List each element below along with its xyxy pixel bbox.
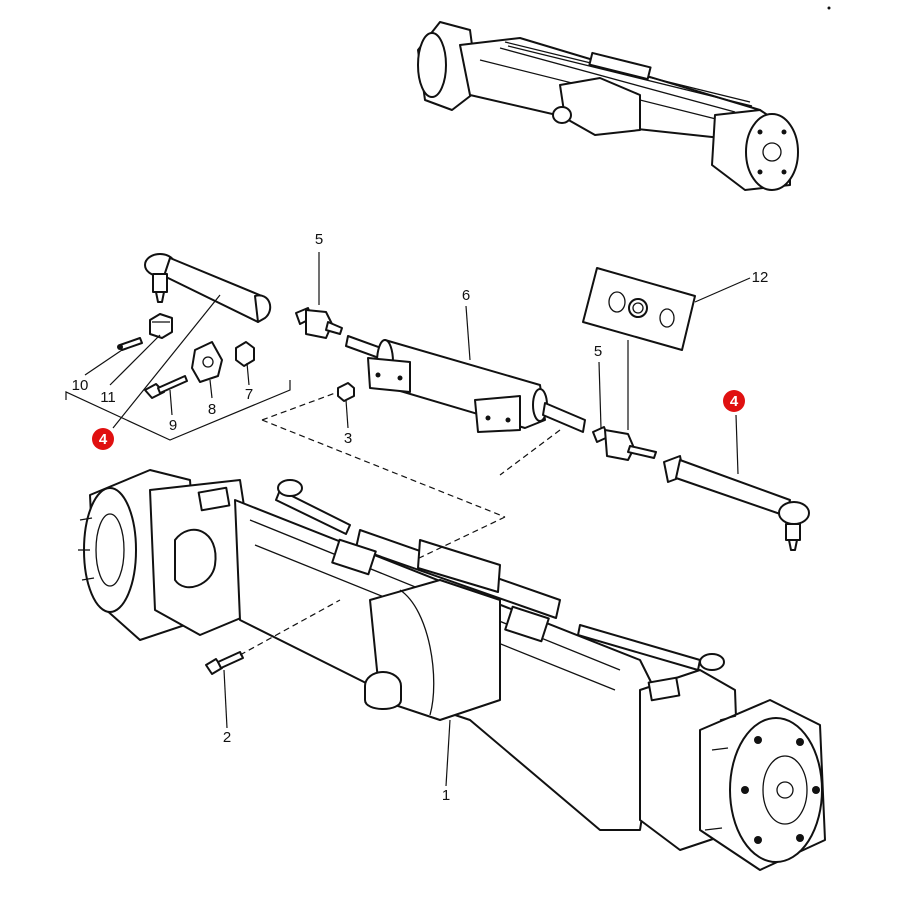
ball-joint-left[interactable] (295, 307, 343, 339)
leader-lines (65, 252, 751, 787)
callout-2[interactable]: 2 (223, 729, 231, 746)
clamp-bolt[interactable] (144, 375, 188, 399)
lock-nut[interactable] (235, 341, 255, 367)
callout-12[interactable]: 12 (752, 269, 769, 286)
callout-8[interactable]: 8 (208, 401, 216, 418)
callout-5-right[interactable]: 5 (594, 343, 602, 360)
callout-5-left[interactable]: 5 (315, 231, 323, 248)
callout-4-left-badge[interactable]: 4 (92, 428, 114, 450)
callout-1[interactable]: 1 (442, 787, 450, 804)
ball-joint-right[interactable] (592, 426, 657, 461)
tie-rod-end-left[interactable] (144, 253, 272, 323)
callout-9[interactable]: 9 (169, 417, 177, 434)
callout-labels: 5 6 12 5 3 7 8 9 10 11 2 1 (72, 231, 769, 804)
mounting-bolt[interactable] (205, 651, 244, 675)
callout-11[interactable]: 11 (100, 389, 116, 406)
castle-nut[interactable] (149, 313, 173, 339)
highlight-badge-circle (92, 428, 114, 450)
corner-mark (827, 6, 831, 10)
overview-axle-illustration (417, 21, 799, 191)
callout-6[interactable]: 6 (462, 287, 470, 304)
highlight-badge-circle (723, 390, 745, 412)
callout-3[interactable]: 3 (344, 430, 352, 447)
callout-4-right-badge[interactable]: 4 (723, 390, 745, 412)
callout-10[interactable]: 10 (72, 377, 89, 394)
bushing[interactable] (337, 382, 355, 402)
front-axle-housing[interactable] (78, 469, 826, 871)
callout-4-right[interactable]: 4 (730, 393, 739, 410)
cotter-pin[interactable] (117, 337, 143, 351)
callout-7[interactable]: 7 (245, 386, 253, 403)
clamp-bracket[interactable] (191, 341, 223, 383)
seal-kit[interactable] (582, 267, 696, 351)
steering-cylinder[interactable] (345, 335, 586, 433)
callout-4-left[interactable]: 4 (99, 431, 108, 448)
tie-rod-end-right[interactable] (663, 455, 810, 551)
